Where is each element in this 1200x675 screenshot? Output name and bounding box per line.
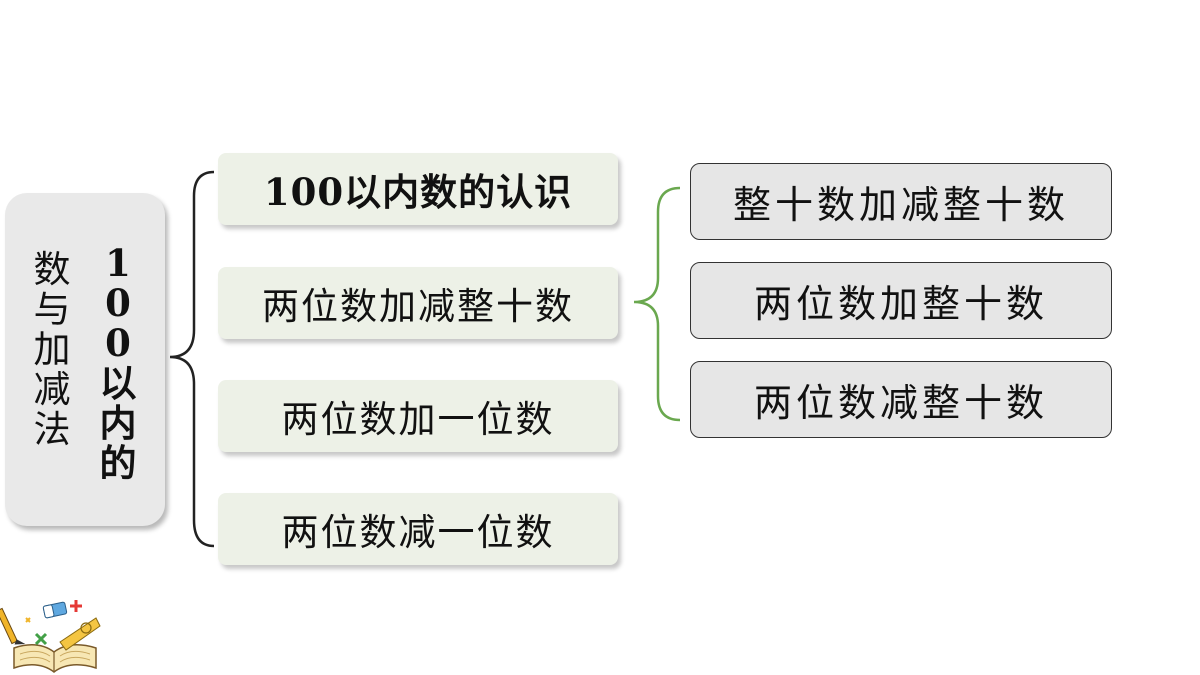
node-tens-add-sub-tens: 整十数加减整十数: [690, 163, 1112, 240]
node-two-digit-sub-tens: 两位数减整十数: [690, 361, 1112, 438]
node-add-sub-tens: 两位数加减整十数: [218, 267, 618, 339]
root-title-line2: 数 与 加 减 法: [33, 248, 71, 451]
book-icon: [13, 644, 97, 673]
pencil-icon: [0, 607, 26, 645]
sub-bracket: [633, 186, 681, 422]
sparkle-icon: [25, 617, 31, 623]
node-two-digit-add-tens: 两位数加整十数: [690, 262, 1112, 339]
plus-icon: [70, 600, 82, 612]
main-bracket: [169, 170, 215, 548]
eraser-icon: [42, 601, 68, 619]
ruler-icon: [59, 617, 101, 651]
node-add-one-digit: 两位数加一位数: [218, 380, 618, 452]
node-recognition: 100以内数的认识: [218, 153, 618, 225]
math-book-decoration: [0, 600, 101, 673]
multiply-icon: [34, 632, 48, 646]
root-node: [5, 193, 165, 526]
node-sub-one-digit: 两位数减一位数: [218, 493, 618, 565]
root-title-line1: 1 0 0 以 内 的: [99, 241, 137, 485]
